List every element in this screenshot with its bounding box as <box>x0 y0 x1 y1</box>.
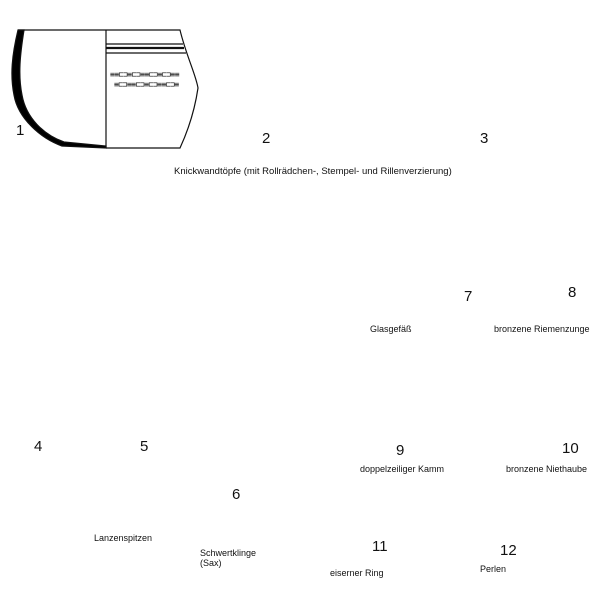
object-number-3: 3 <box>480 130 489 147</box>
object-number-2: 2 <box>262 130 271 147</box>
glass-caption: Glasgefäß <box>370 324 412 334</box>
object-number-5: 5 <box>140 438 149 455</box>
svg-text:≡≡⊏⊐≡⊏⊐≡≡⊏⊐≡⊏⊐≡≡: ≡≡⊏⊐≡⊏⊐≡≡⊏⊐≡⊏⊐≡≡ <box>110 70 180 79</box>
object-number-11: 11 <box>372 538 388 555</box>
sword-caption-line1: Schwertklinge <box>200 548 257 558</box>
spears-caption: Lanzenspitzen <box>94 533 153 543</box>
strap-caption: bronzene Riemenzunge <box>494 324 590 334</box>
object-number-10: 10 <box>562 440 579 457</box>
ring-caption: eiserner Ring <box>330 568 384 578</box>
object-number-1: 1 <box>16 122 25 139</box>
sword-caption-line2: (Sax) <box>200 558 222 568</box>
beads-caption: Perlen <box>480 564 507 574</box>
object-number-6: 6 <box>232 486 241 503</box>
object-number-4: 4 <box>34 438 43 455</box>
svg-text:≡⊏⊐≡≡⊏⊐≡⊏⊐≡≡⊏⊐≡: ≡⊏⊐≡≡⊏⊐≡⊏⊐≡≡⊏⊐≡ <box>114 80 179 89</box>
object-number-9: 9 <box>396 442 405 459</box>
vessels-caption: Knickwandtöpfe (mit Rollrädchen-, Stempe… <box>174 166 452 177</box>
object-number-7: 7 <box>464 288 473 305</box>
object-number-8: 8 <box>568 284 577 301</box>
vessel-1: ≡≡⊏⊐≡⊏⊐≡≡⊏⊐≡⊏⊐≡≡ ≡⊏⊐≡≡⊏⊐≡⊏⊐≡≡⊏⊐≡ <box>11 29 199 149</box>
object-number-12: 12 <box>500 542 517 559</box>
rivet-caption: bronzene Niethaube <box>506 464 588 474</box>
comb-caption: doppelzeiliger Kamm <box>360 464 445 474</box>
